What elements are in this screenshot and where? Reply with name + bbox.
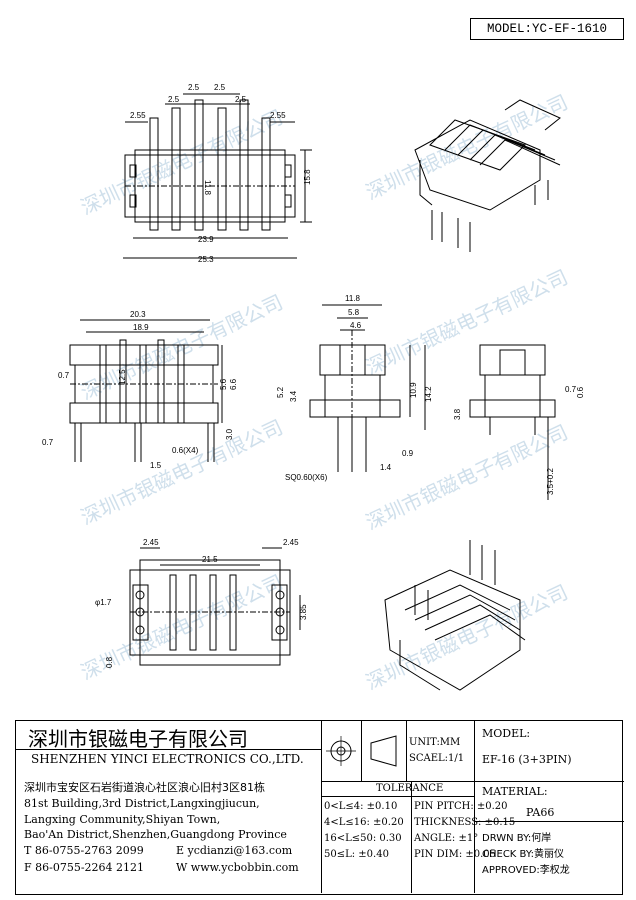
iso-view-bottom (384, 540, 526, 691)
tolerance-row: 16<L≤50: 0.30 (324, 833, 402, 844)
dim-side-bot: 1.5 (150, 461, 162, 470)
watermark: 深圳市银磁电子有限公司 (362, 420, 572, 535)
address-cn: 深圳市宝安区石岩街道浪心社区浪心旧村3区81栋 (24, 781, 265, 794)
end-view (469, 344, 556, 500)
email: E ycdianzi@163.com (176, 844, 293, 857)
dim-side-p1: 0.7 (58, 371, 70, 380)
dim-end-p2: 0.6 (576, 386, 585, 398)
tolerance-row: 4<L≤16: ±0.20 (324, 817, 404, 828)
watermark: 深圳市银磁电子有限公司 (77, 105, 287, 220)
address-en-1: 81st Building,3rd District,Langxingjiucu… (24, 797, 260, 810)
technical-drawing: 深圳市银磁电子有限公司 深圳市银磁电子有限公司 深圳市银磁电子有限公司 深圳市银… (42, 83, 585, 695)
dim-front-h2: 3.4 (289, 390, 298, 402)
dim-top-height: 15.8 (303, 169, 312, 185)
bottom-view (129, 547, 301, 666)
tolerance-row-2: THICKNESS: ±0.15 (414, 817, 516, 828)
dim-front-w1: 11.8 (345, 294, 361, 303)
address-en-3: Bao'An District,Shenzhen,Guangdong Provi… (24, 828, 287, 841)
approved-by: APPROVED:李权龙 (482, 865, 570, 876)
fax: F 86-0755-2264 2121 (24, 861, 145, 874)
material-value: PA66 (526, 806, 555, 819)
model-header: MODEL: (482, 727, 531, 740)
dim-front-h3: 10.9 (409, 382, 418, 398)
dim-end-p1: 0.7 (565, 385, 577, 394)
dim-top-d4: 2.5 (235, 95, 247, 104)
tolerance-row: 50≤L: ±0.40 (324, 849, 389, 860)
dim-top-right: 2.55 (270, 111, 286, 120)
address-en-2: Langxing Community,Shiyan Town, (24, 813, 221, 826)
dim-bottom-h: 3.85 (299, 604, 308, 620)
dim-top-d2: 2.5 (214, 83, 226, 92)
dim-side-w2: 18.9 (133, 323, 149, 332)
unit-label: UNIT:MM (409, 737, 461, 748)
dim-side-w1: 20.3 (130, 310, 146, 319)
side-view (69, 319, 223, 462)
dim-top-left: 2.55 (130, 111, 146, 120)
company-name-cn: 深圳市银磁电子有限公司 (28, 727, 248, 751)
dim-top-d3: 2.5 (168, 95, 180, 104)
model-value: EF-16 (3+3PIN) (482, 753, 572, 766)
company-name-en: SHENZHEN YINCI ELECTRONICS CO.,LTD. (31, 752, 304, 766)
projection-cone-icon (370, 735, 397, 767)
dim-bottom-w: 21.5 (202, 555, 218, 564)
dim-top-inner-width: 23.9 (198, 235, 214, 244)
checked-by: CHECK BY:黄丽仪 (482, 849, 565, 860)
tolerance-row-2: PIN PITCH: ±0.20 (414, 801, 508, 812)
dim-bottom-d: φ1.7 (95, 598, 112, 607)
dim-front-h1: 5.2 (276, 386, 285, 398)
front-view (309, 304, 426, 472)
dim-top-mid: 11.8 (203, 180, 212, 196)
phone: T 86-0755-2763 2099 (24, 844, 144, 857)
dim-front-pin: SQ0.60(X6) (285, 473, 328, 482)
dim-top-outer-width: 25.3 (198, 255, 214, 264)
dim-bottom-r: 2.45 (283, 538, 299, 547)
dim-front-w3: 4.6 (350, 321, 362, 330)
projection-symbol (326, 736, 356, 766)
dim-side-h2: 5.6 (219, 378, 228, 390)
dim-side-h3: 6.6 (229, 378, 238, 390)
dim-end-pinlen: 3.5+0.2 (546, 468, 555, 495)
tolerance-row-2: ANGLE: ±1° (414, 833, 479, 844)
title-block: 深圳市银磁电子有限公司 SHENZHEN YINCI ELECTRONICS C… (15, 720, 624, 895)
dim-side-h1: 12.5 (118, 369, 127, 385)
watermark: 深圳市银磁电子有限公司 (77, 290, 287, 405)
dim-top-d1: 2.5 (188, 83, 200, 92)
tolerance-row-2: PIN DIM: ±0.05 (414, 849, 497, 860)
watermark: 深圳市银磁电子有限公司 (77, 415, 287, 530)
dim-side-p2: 0.7 (42, 438, 54, 447)
model-label: MODEL:YC-EF-1610 (470, 18, 624, 40)
dim-side-pitch: 3.0 (225, 428, 234, 440)
drawn-by: DRWN BY:何岸 (482, 833, 552, 844)
dim-end-h1: 3.8 (453, 408, 462, 420)
watermark: 深圳市银磁电子有限公司 (362, 265, 572, 380)
iso-view-top (414, 99, 561, 252)
website: W www.ycbobbin.com (176, 861, 299, 874)
watermark: 深圳市银磁电子有限公司 (362, 90, 572, 205)
dim-bottom-l: 2.45 (143, 538, 159, 547)
dim-front-p2: 1.4 (380, 463, 392, 472)
dim-front-h4: 14.2 (424, 386, 433, 402)
dim-front-w2: 5.8 (348, 308, 360, 317)
scale-label: SCAEL:1/1 (409, 753, 465, 764)
dim-bottom-p: 0.8 (105, 656, 114, 668)
tolerance-row: 0<L≤4: ±0.10 (324, 801, 398, 812)
dim-front-p1: 0.9 (402, 449, 414, 458)
dim-side-pin: 0.6(X4) (172, 446, 199, 455)
top-view (123, 93, 312, 259)
tolerance-header: TOLERANCE (376, 783, 444, 794)
material-header: MATERIAL: (482, 785, 548, 798)
